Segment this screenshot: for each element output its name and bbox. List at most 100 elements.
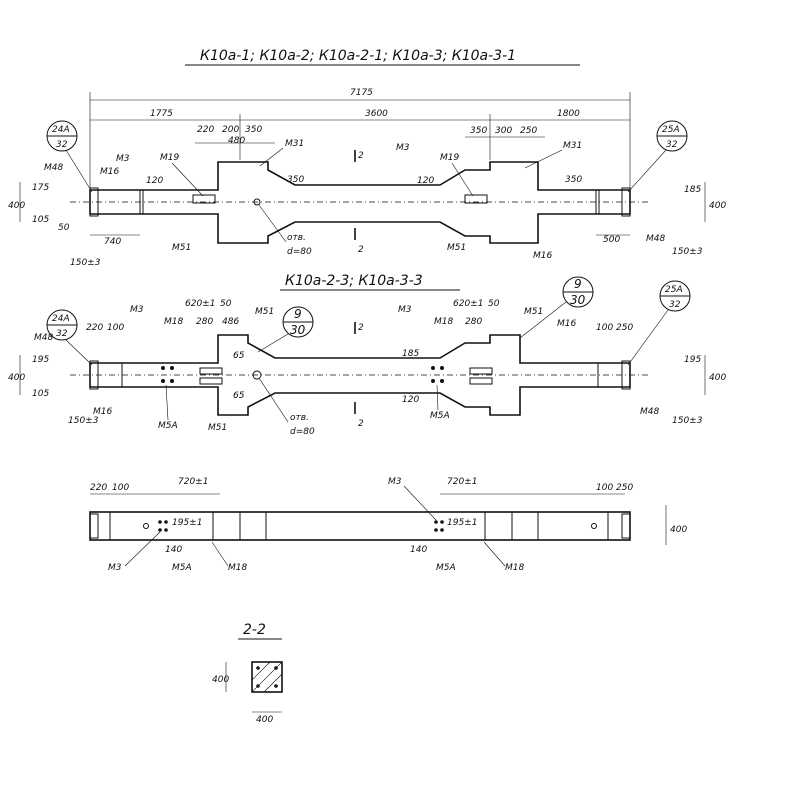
embed-dot <box>161 366 165 370</box>
rebar-dot <box>256 684 260 688</box>
leader <box>403 485 437 521</box>
label-m3: М3 <box>116 154 130 164</box>
middle-view: К10а-2-3; К10а-3-3 24А 32 9 30 <box>8 273 726 437</box>
dim-350v2: 350 <box>565 175 582 185</box>
dim-50: 50 <box>220 299 232 309</box>
bubble-right-top: 25А <box>665 285 683 295</box>
dim-65: 65 <box>233 351 245 361</box>
label-m5a-right: М5А <box>430 411 450 421</box>
dim-120: 120 <box>402 395 419 405</box>
leader <box>627 309 669 366</box>
bubble-center-right-bot: 30 <box>570 293 586 307</box>
bubble-left-top: 24А <box>52 314 70 324</box>
leader <box>436 384 439 411</box>
bubble-right-bot: 32 <box>669 300 681 310</box>
leader <box>451 162 474 197</box>
beam-bottom-outline <box>89 511 631 541</box>
dim-50: 50 <box>58 223 70 233</box>
label-m18-right: М18 <box>434 317 453 327</box>
dim-120b: 120 <box>417 176 434 186</box>
embed-dot <box>434 520 438 524</box>
title-section: 2-2 <box>243 622 266 638</box>
label-m3: М3 <box>130 305 144 315</box>
section-label: 2 <box>358 323 364 333</box>
embed-dot <box>158 528 162 532</box>
label-m51-bottom: М51 <box>208 423 227 433</box>
dim-400: 400 <box>8 201 25 211</box>
label-hole-b: d=80 <box>290 427 315 437</box>
label-m51-right: М51 <box>447 243 466 253</box>
label-m16-right: М16 <box>557 319 576 329</box>
leader <box>65 339 93 366</box>
label-m18: М18 <box>228 563 247 573</box>
dim-175: 175 <box>32 183 49 193</box>
dim-620-right: 620±1 <box>453 299 483 309</box>
dim-185: 185 <box>402 349 419 359</box>
leader <box>65 149 93 193</box>
dim-280: 280 <box>196 317 213 327</box>
label-m3-right: М3 <box>388 477 402 487</box>
dim-400: 400 <box>670 525 687 535</box>
dim-220: 220 <box>86 323 103 333</box>
dim-250: 250 <box>616 483 633 493</box>
leader <box>524 149 563 169</box>
dim-100: 100 <box>107 323 124 333</box>
dim-195-right: 195 <box>684 355 701 365</box>
section-label: 2 <box>358 245 364 255</box>
hatch-line <box>251 661 271 681</box>
dim-486: 486 <box>222 317 239 327</box>
label-m3-right: М3 <box>396 143 410 153</box>
embed-dot <box>164 520 168 524</box>
label-m5a-right: М5А <box>436 563 456 573</box>
label-m51-right: М51 <box>524 307 543 317</box>
dim-720: 720±1 <box>178 477 208 487</box>
section-label: 2 <box>358 419 364 429</box>
dim-200: 200 <box>222 125 239 135</box>
embed-dot <box>164 528 168 532</box>
dim-280-right: 280 <box>465 317 482 327</box>
label-m51: М51 <box>255 307 274 317</box>
label-m19: М19 <box>160 153 179 163</box>
embed-dot <box>431 366 435 370</box>
dim-140-right: 140 <box>410 545 427 555</box>
label-hole-a: отв. <box>287 233 306 243</box>
embed-dot <box>161 379 165 383</box>
embed-dot <box>440 366 444 370</box>
leader <box>627 149 667 193</box>
dim-100-right: 100 <box>596 483 613 493</box>
rebar-dot <box>256 666 260 670</box>
bubble-center-top: 9 <box>294 307 302 321</box>
bubble-right-top: 25А <box>662 125 680 135</box>
label-m48: М48 <box>34 333 53 343</box>
embed-m19-left <box>192 194 216 204</box>
leader <box>519 301 567 339</box>
bottom-view: 220 100 720±1 720±1 100 250 400 195±1 19… <box>89 477 687 573</box>
embed-m18 <box>469 367 493 375</box>
embed-m18 <box>199 377 223 385</box>
end-plate-right <box>621 187 631 217</box>
label-hole-b: d=80 <box>287 247 312 257</box>
leader <box>171 162 204 197</box>
dim-400-right: 400 <box>709 201 726 211</box>
dim-620: 620±1 <box>185 299 215 309</box>
embed-dot <box>158 520 162 524</box>
embed-dot <box>440 528 444 532</box>
dim-195-right: 195±1 <box>447 518 477 528</box>
dim-150: 150±3 <box>68 416 99 426</box>
dim-150: 150±3 <box>70 258 101 268</box>
dim-195: 195 <box>32 355 49 365</box>
hole-icon <box>591 523 597 529</box>
end-plate-right <box>621 513 631 539</box>
beam-top-outline <box>89 161 631 244</box>
top-view: К10а-1; К10а-2; К10а-2-1; К10а-3; К10а-3… <box>8 48 726 268</box>
dim-120a: 120 <box>146 176 163 186</box>
leader <box>483 541 506 567</box>
bubble-left-bot: 32 <box>56 329 68 339</box>
dim-400: 400 <box>8 373 25 383</box>
dim-400h: 400 <box>212 675 229 685</box>
label-m16: М16 <box>93 407 112 417</box>
hole-icon <box>252 370 262 380</box>
end-plate-left <box>89 513 99 539</box>
leader <box>259 147 284 167</box>
section-label: 2 <box>358 151 364 161</box>
